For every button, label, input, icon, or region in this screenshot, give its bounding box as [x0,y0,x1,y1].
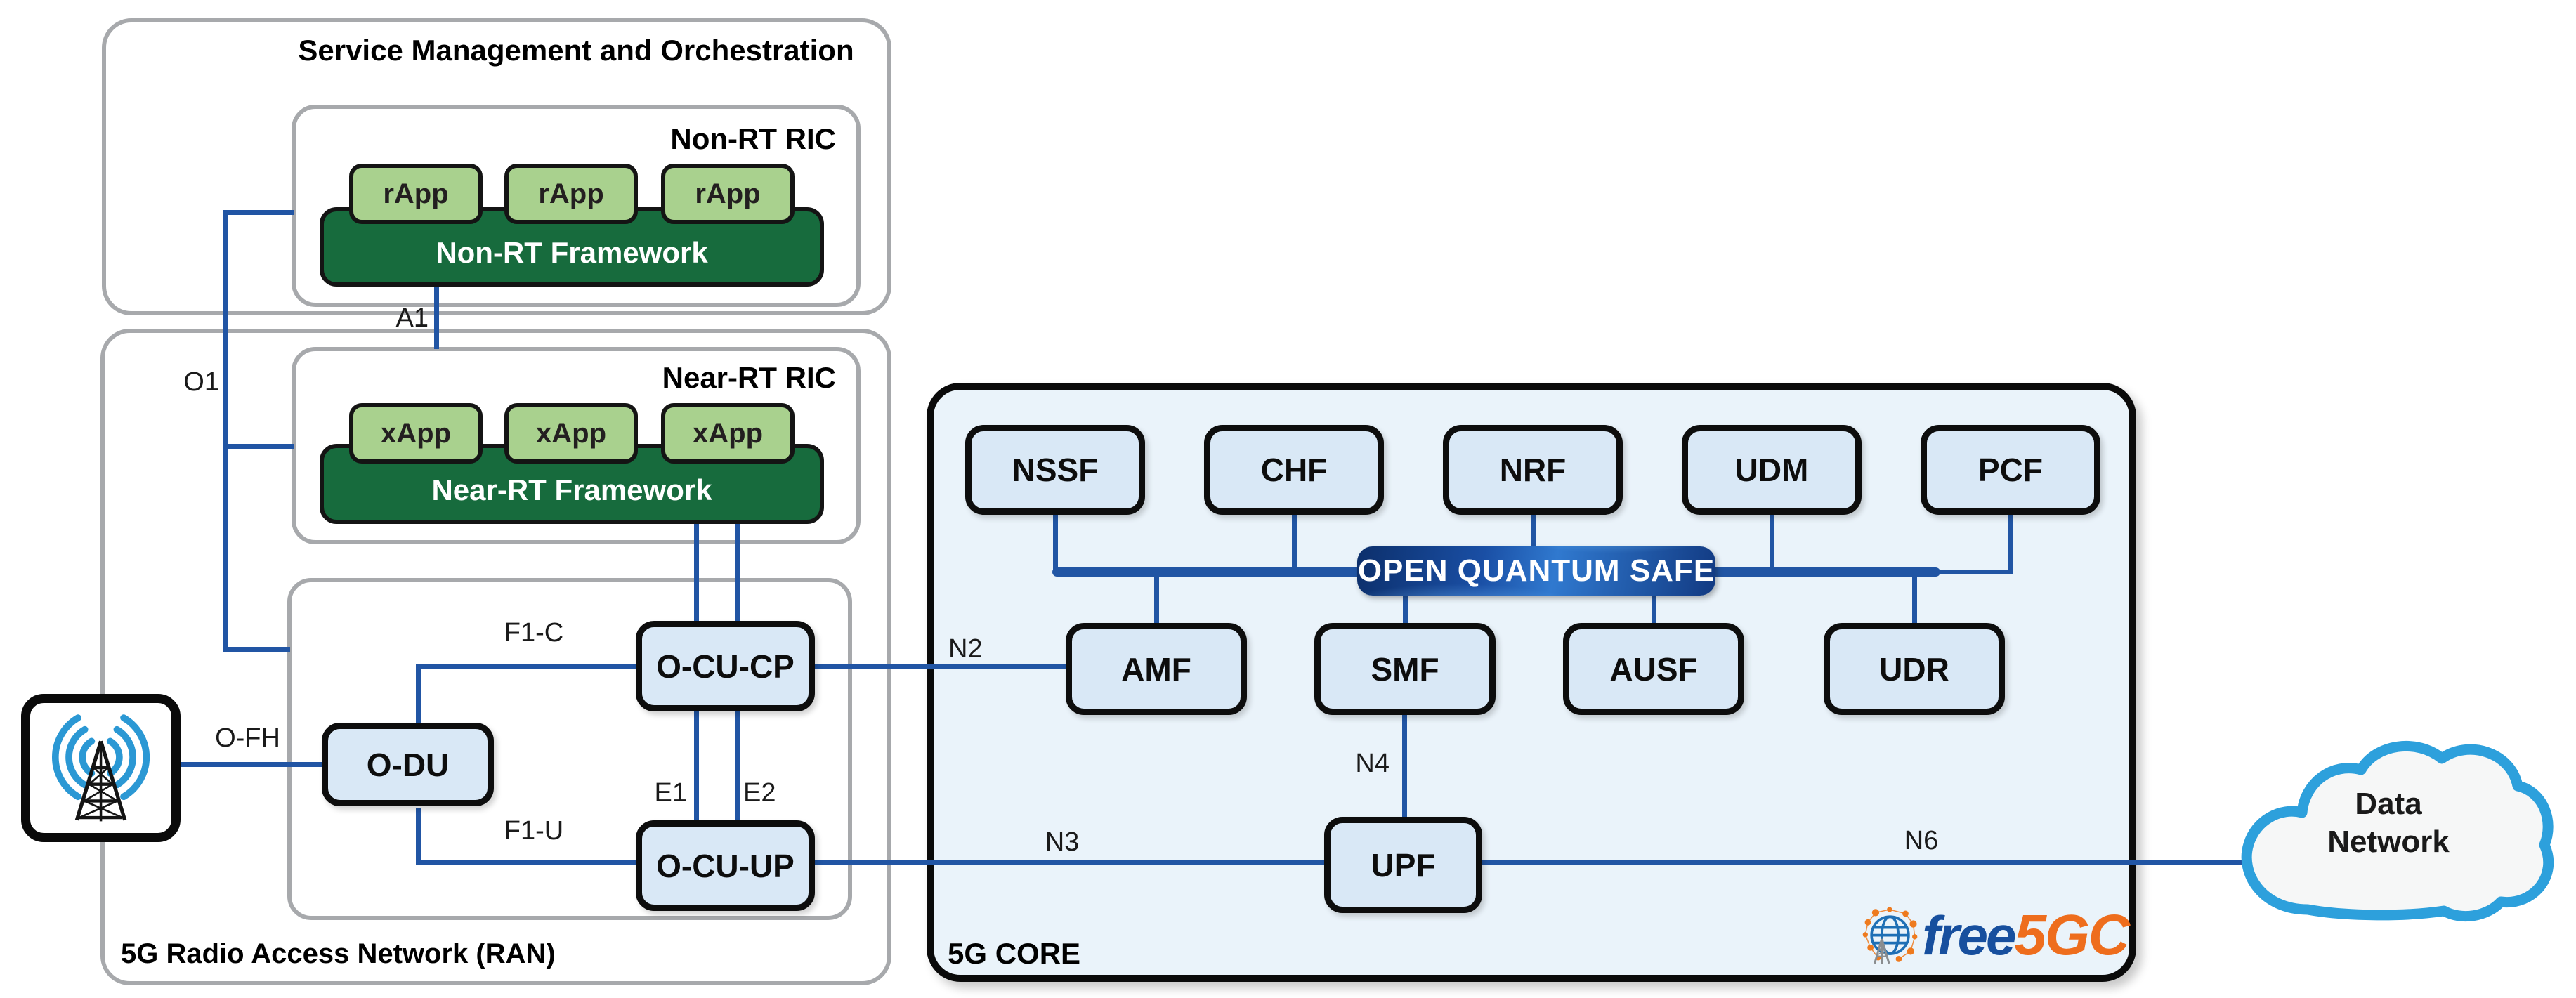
pcf-drop-line [2008,513,2013,574]
o1-stub-nearrt-line [223,444,294,449]
o1-label: O1 [183,367,219,397]
near-rt-ric-label: Near-RT RIC [662,361,836,394]
cloud-label: Data Network [2276,785,2501,861]
chf-node: CHF [1204,425,1384,515]
f1c-line [416,664,637,669]
ocuup-node: O-CU-UP [636,820,815,911]
udm-drop-line [1770,513,1774,572]
rapp-box-2: rApp [504,164,638,224]
chf-drop-line [1292,513,1297,572]
ofh-label: O-FH [215,723,280,753]
amf-drop-line [1154,574,1159,625]
free5gc-logo: free 5GC [1860,900,2130,971]
udr-drop-line [1912,574,1917,625]
smf-drop-line [1403,593,1408,625]
nssf-node: NSSF [965,425,1145,515]
odu-node: O-DU [322,723,494,806]
f1c-elbow-line [416,664,421,727]
n2-label: N2 [948,634,983,664]
logo-free-text: free [1922,905,2016,966]
xapp-box-3: xApp [661,403,795,464]
free5gc-globe-icon [1862,907,1918,964]
f1u-line [416,860,637,865]
o1-stub-nonrt-line [223,210,294,215]
udm-node: UDM [1682,425,1862,515]
n6-label: N6 [1904,826,1939,855]
a1-label: A1 [395,303,429,333]
a1-line [434,287,439,349]
core-bus-extension-line [1936,570,2013,574]
pcf-node: PCF [1921,425,2100,515]
o1-stub-ran-line [223,647,290,652]
nrf-node: NRF [1443,425,1623,515]
logo-5gc-text: 5GC [2014,903,2130,967]
core-label: 5G CORE [948,937,1081,970]
ausf-node: AUSF [1563,623,1744,715]
xapp-box-1: xApp [349,403,483,464]
open-quantum-safe-banner: OPEN QUANTUM SAFE [1357,546,1715,596]
ran-label: 5G Radio Access Network (RAN) [121,938,556,969]
cloud-label-line1: Data [2355,787,2422,821]
e1-label: E1 [654,778,687,808]
rapp-box-1: rApp [349,164,483,224]
cloud-label-line2: Network [2327,825,2450,859]
e2-label: E2 [743,778,776,808]
smf-node: SMF [1314,623,1496,715]
ocucp-node: O-CU-CP [636,621,815,711]
smo-title: Service Management and Orchestration [298,34,854,67]
data-network-cloud [2241,741,2554,922]
ausf-drop-line [1652,593,1656,625]
cell-site-box [21,694,181,842]
upf-node: UPF [1324,817,1482,913]
n3-label: N3 [1045,827,1080,857]
amf-node: AMF [1066,623,1247,715]
n3-n6-line [815,860,2290,865]
xapp-box-2: xApp [504,403,638,464]
nssf-drop-line [1053,513,1058,572]
antenna-icon [51,714,150,822]
f1u-label: F1-U [504,816,564,846]
f1c-label: F1-C [504,618,564,648]
n4-line [1402,713,1407,818]
n4-label: N4 [1355,749,1390,778]
ofh-line [176,762,323,767]
non-rt-ric-label: Non-RT RIC [670,122,836,155]
udr-node: UDR [1824,623,2005,715]
nrf-drop-line [1531,513,1536,551]
n2-line [815,664,1068,669]
o1-line [223,210,228,652]
f1u-elbow-line [416,808,421,865]
rapp-box-3: rApp [661,164,795,224]
